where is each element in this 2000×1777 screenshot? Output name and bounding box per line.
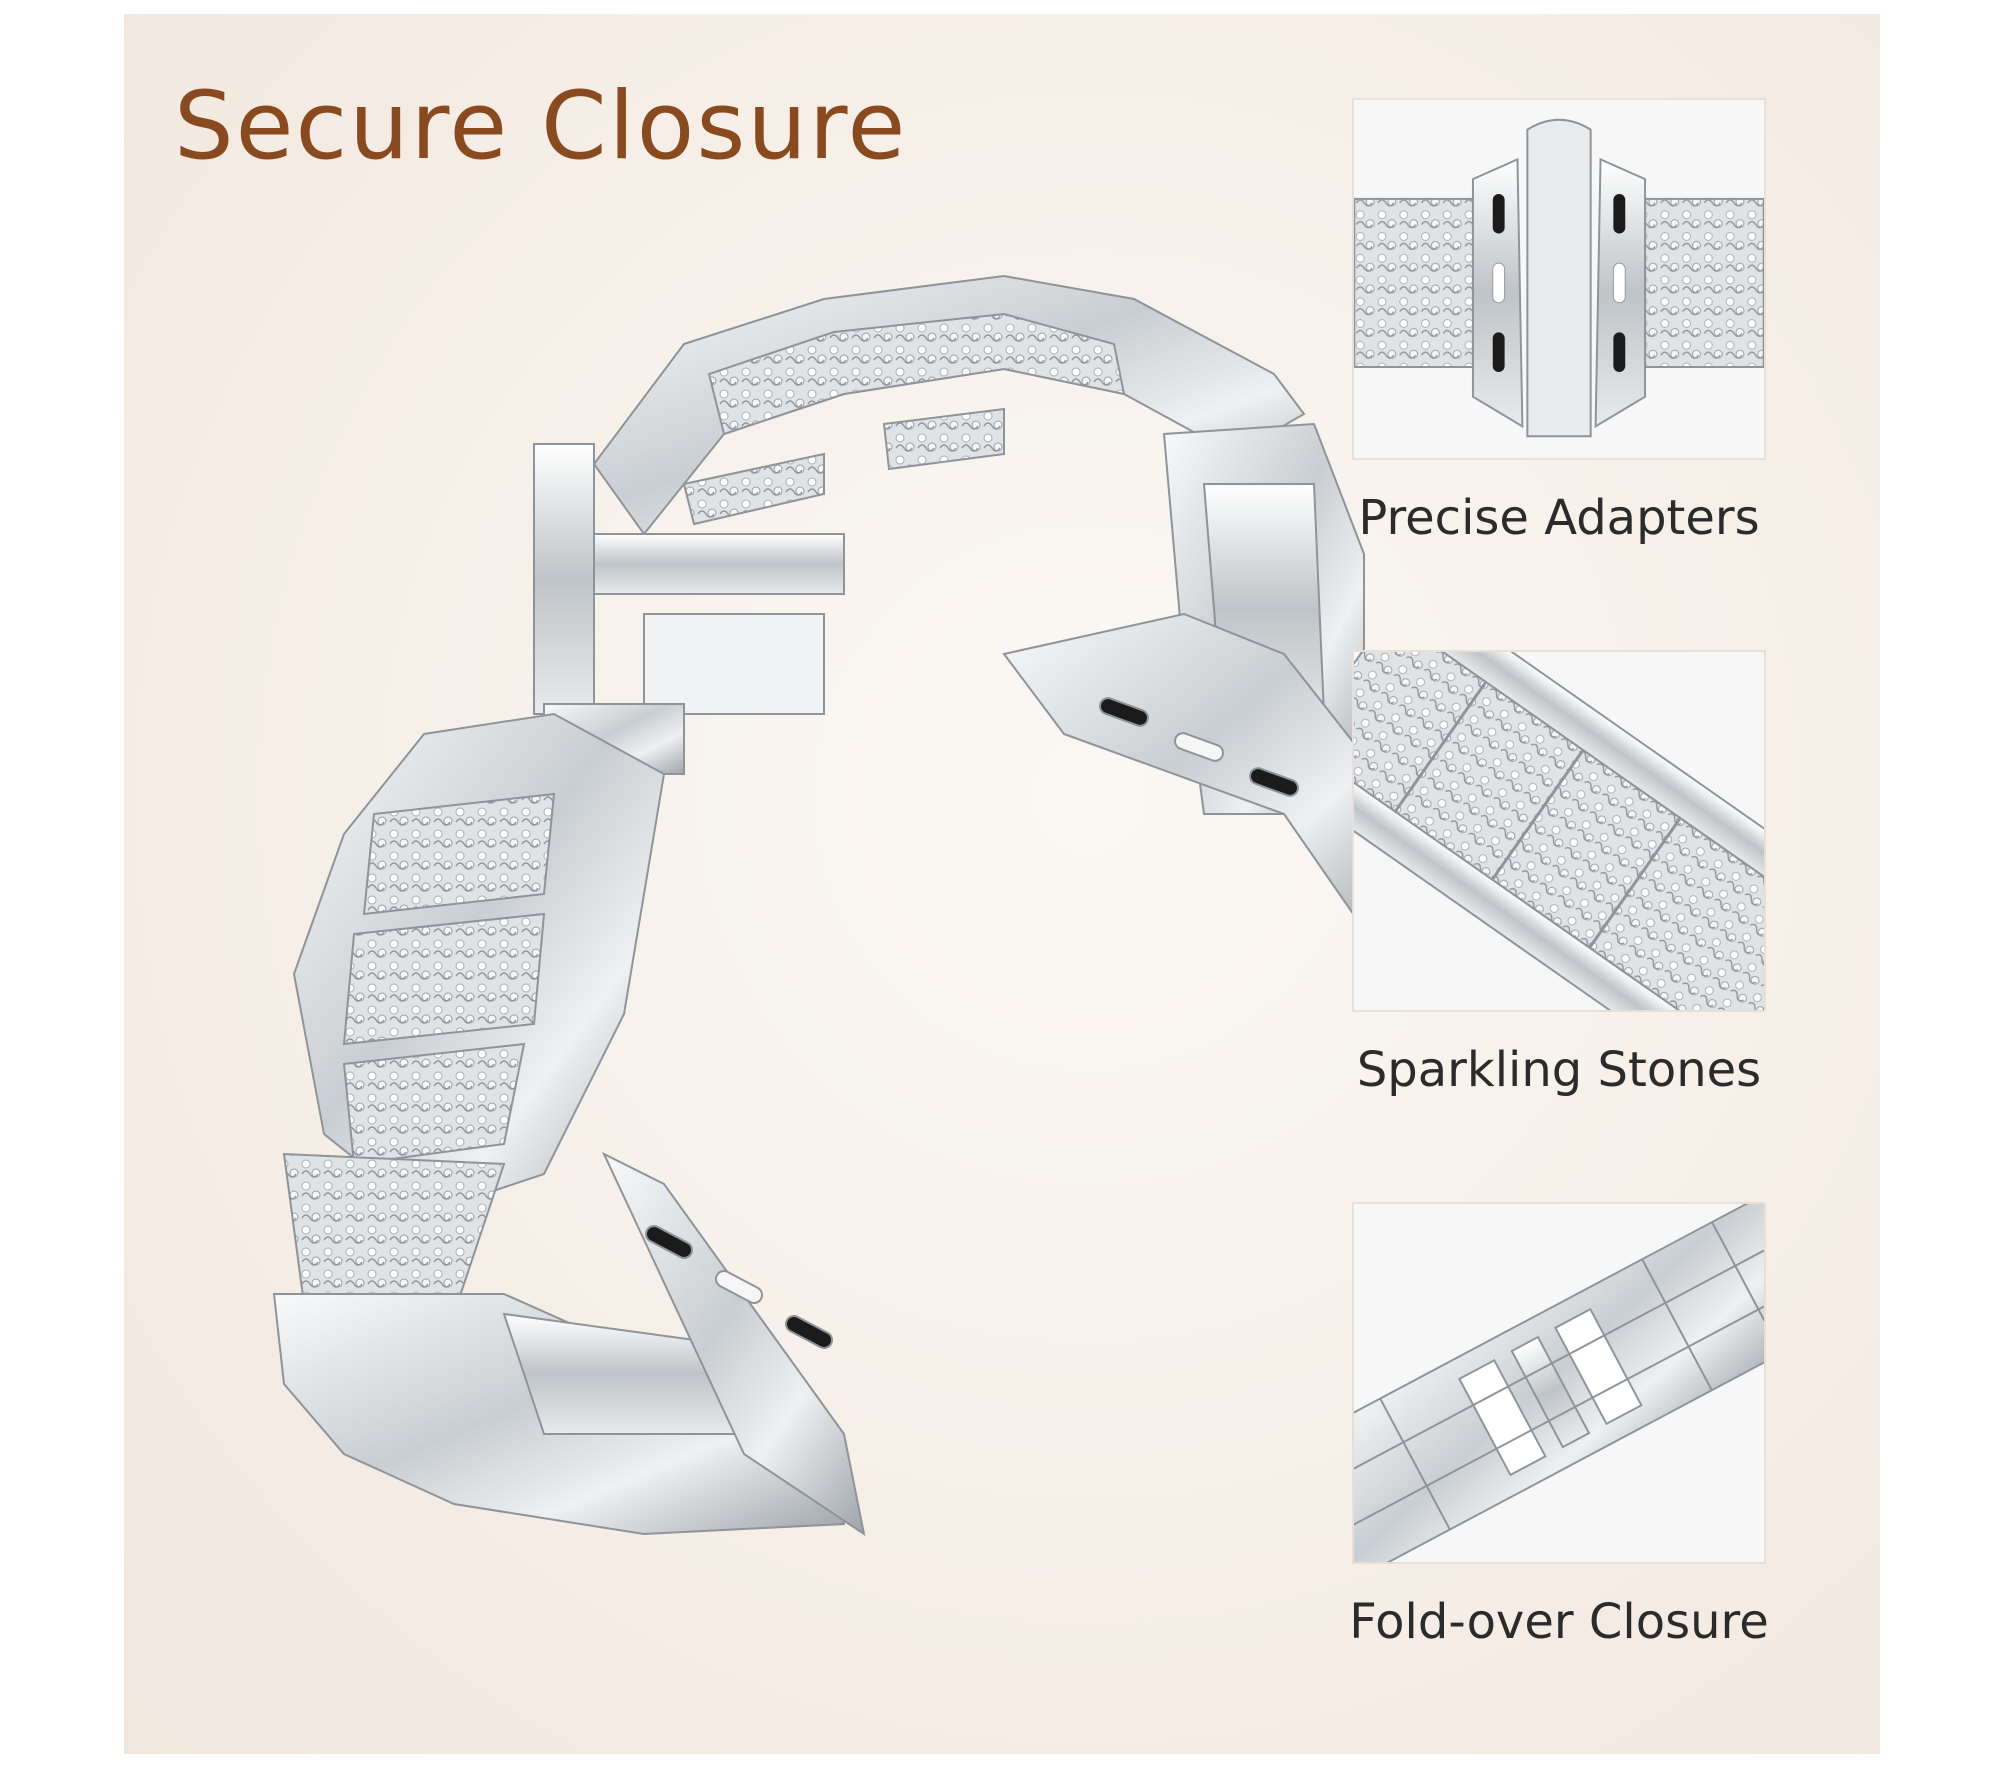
feature-caption-adapters: Precise Adapters xyxy=(1358,490,1760,546)
band-upper-links xyxy=(592,274,1306,536)
band-buckle-frame xyxy=(533,443,845,775)
product-image-canvas: Secure Closure Precise Adapters xyxy=(124,14,1880,1754)
band-right-end xyxy=(1002,422,1396,947)
headline: Secure Closure xyxy=(174,72,908,181)
stones-closeup-photo xyxy=(1352,650,1766,1012)
feature-caption-closure: Fold-over Closure xyxy=(1349,1594,1769,1650)
watch-band-photo xyxy=(272,274,1396,1537)
band-left-links xyxy=(282,712,666,1316)
band-lower-end xyxy=(272,1151,866,1537)
feature-caption-stones: Sparkling Stones xyxy=(1356,1042,1762,1098)
clasp-closeup-photo xyxy=(1352,1202,1766,1564)
adapter-closeup-photo xyxy=(1352,98,1766,460)
